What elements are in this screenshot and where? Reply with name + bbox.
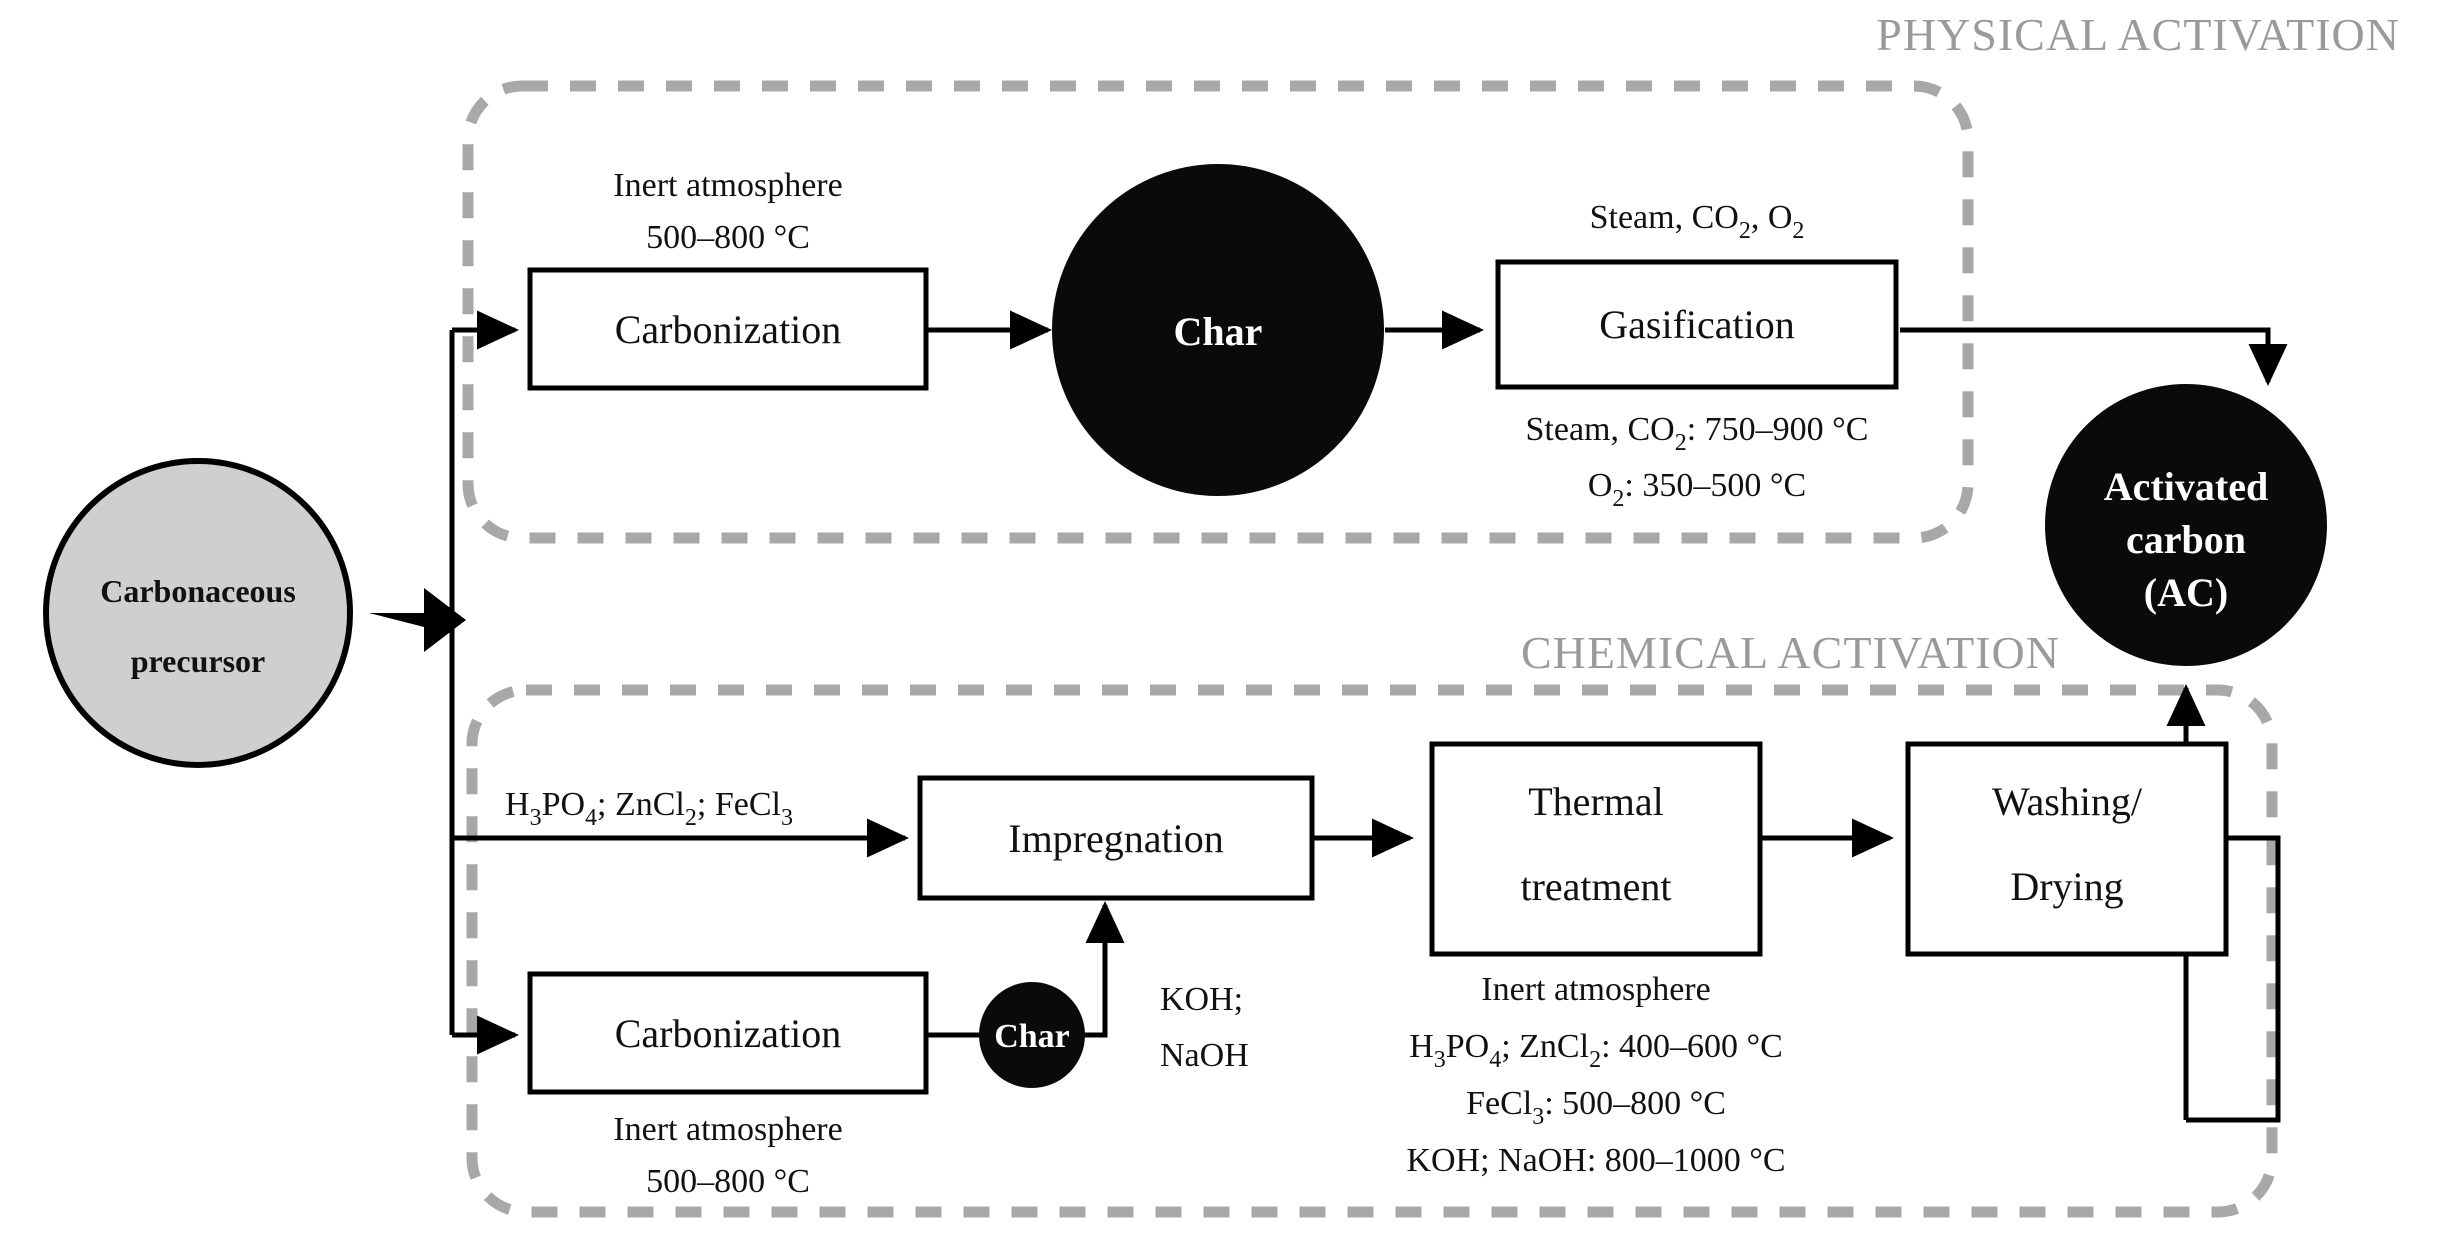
impregnation-label: Impregnation [1008, 816, 1224, 861]
connector-washing-to-activated-carbon [2186, 835, 2281, 1123]
carbonization-chemical-label: Carbonization [615, 1011, 842, 1056]
thermal-treatment-box[interactable] [1429, 741, 1763, 957]
carbonization-chemical-annotation-line1: Inert atmosphere [613, 1111, 842, 1148]
gasification-annotation-above: Steam, CO2, O2 [1590, 199, 1805, 244]
thermal-treatment-annotation-line2: H3PO4; ZnCl2: 400–600 °C [1409, 1028, 1783, 1073]
precursor-label-line2: precursor [131, 643, 265, 679]
carbonization-physical-annotation-line1: Inert atmosphere [613, 167, 842, 204]
activated-carbon-label-line1: Activated [2104, 464, 2268, 509]
chemical-activation-region [466, 684, 2278, 1218]
connector-char-chemical-to-impregnation [1080, 900, 1125, 1038]
char-chemical-circle[interactable] [979, 982, 1085, 1088]
activated-carbon-label-line3: (AC) [2144, 570, 2228, 615]
carbonization-chemical-annotation-line2: 500–800 °C [646, 1163, 810, 1200]
carbonization-physical-annotation-line2: 500–800 °C [646, 219, 810, 256]
carbonization-physical-box[interactable] [527, 267, 929, 391]
connector-gasification-to-activated-carbon [1900, 327, 2288, 387]
carbonaceous-precursor-circle[interactable] [43, 458, 353, 768]
gasification-box[interactable] [1495, 259, 1899, 390]
thermal-treatment-annotation-line4: KOH; NaOH: 800–1000 °C [1406, 1142, 1785, 1179]
carbonization-physical-label: Carbonization [615, 307, 842, 352]
washing-drying-box[interactable] [1905, 741, 2229, 957]
precursor-label-line1: Carbonaceous [100, 573, 296, 609]
char-chemical-label: Char [994, 1018, 1070, 1055]
char-physical-circle[interactable] [1052, 164, 1384, 496]
physical-activation-title: PHYSICAL ACTIVATION [1876, 9, 2400, 60]
activated-carbon-circle[interactable] [2045, 384, 2327, 666]
activated-carbon-label-line2: carbon [2126, 517, 2246, 562]
char-chemical-reagents-line2: NaOH [1160, 1037, 1249, 1074]
carbonization-chemical-box[interactable] [527, 971, 929, 1095]
thermal-treatment-annotation-line3: FeCl3: 500–800 °C [1466, 1085, 1726, 1130]
washing-drying-label-line2: Drying [2010, 864, 2123, 909]
physical-activation-region [462, 80, 1974, 544]
thermal-treatment-label-line2: treatment [1520, 864, 1671, 909]
washing-drying-label-line1: Washing/ [1992, 779, 2143, 824]
gasification-label: Gasification [1599, 302, 1795, 347]
gasification-annotation-below-line2: O2: 350–500 °C [1588, 467, 1806, 512]
precursor-arrow [369, 588, 466, 652]
impregnation-box[interactable] [917, 775, 1315, 901]
impregnation-reagents-annotation: H3PO4; ZnCl2; FeCl3 [505, 786, 793, 831]
thermal-treatment-label-line1: Thermal [1528, 779, 1664, 824]
char-chemical-reagents-line1: KOH; [1160, 981, 1243, 1018]
char-physical-label: Char [1174, 309, 1263, 354]
thermal-treatment-annotation-line1: Inert atmosphere [1481, 971, 1710, 1008]
chemical-activation-title: CHEMICAL ACTIVATION [1521, 627, 2060, 678]
gasification-annotation-below-line1: Steam, CO2: 750–900 °C [1526, 411, 1869, 456]
